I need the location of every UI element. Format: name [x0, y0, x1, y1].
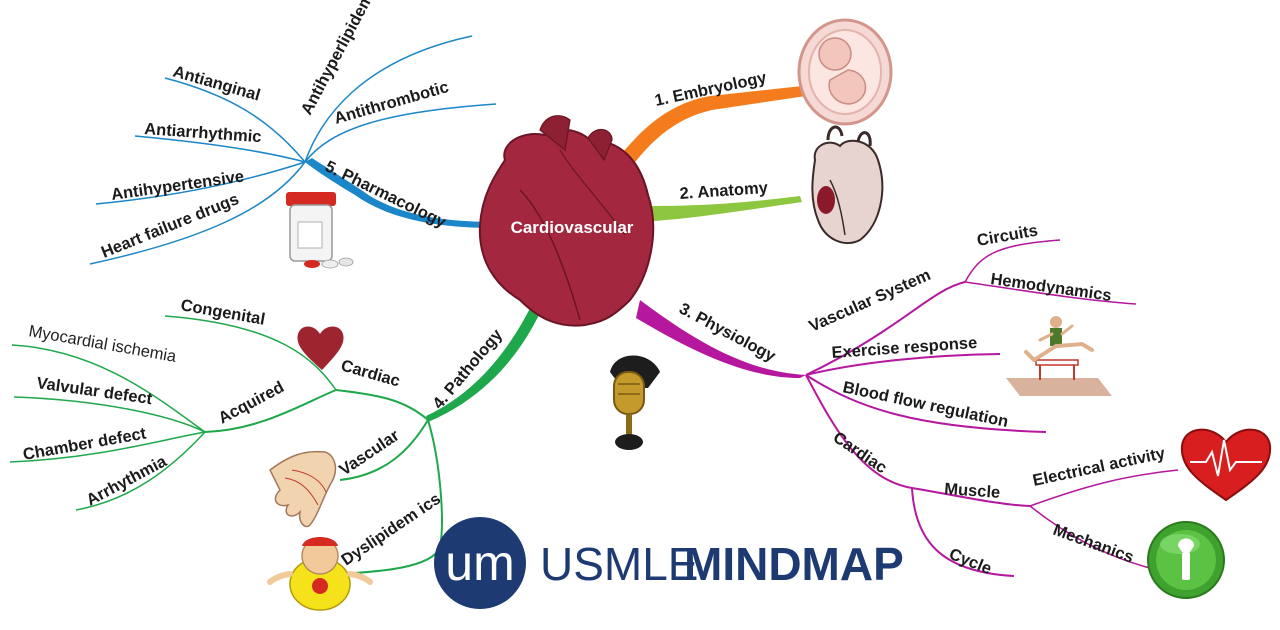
hand-icon: [269, 450, 337, 528]
muscle-label[interactable]: Muscle: [944, 480, 1001, 502]
brand-logo-badge: [434, 517, 526, 609]
hurdler-icon: [1006, 316, 1112, 396]
branch-vascular-line: [339, 419, 429, 481]
antithrombotic-label[interactable]: Antithrombotic: [332, 78, 451, 128]
branch-phys-cardiac-line: [805, 374, 913, 489]
brand-logo-text: um: [445, 535, 514, 591]
branch-circuits-line: [964, 239, 1061, 283]
branch-mechanics-line: [1029, 505, 1151, 569]
exercise-response-label[interactable]: Exercise response: [831, 334, 978, 362]
branch-anatomy: [636, 196, 802, 222]
branch-pharmacology-line: [305, 158, 495, 228]
branch-chamber-line: [9, 431, 206, 463]
branch-vascular-system-line: [805, 281, 966, 376]
dyslipidemics-label[interactable]: Dyslipidem ics: [338, 490, 444, 570]
branch-congenital-line: [164, 315, 337, 391]
electrical-activity-label[interactable]: Electrical activity: [1031, 444, 1167, 490]
branch-bloodflow-line: [805, 374, 1047, 433]
branch-electrical-line: [1029, 469, 1179, 507]
brand-name-bold: MINDMAP: [684, 538, 904, 590]
branch-path-cardiac-line: [335, 389, 429, 421]
branch-hemodynamics-line: [964, 281, 1137, 305]
usmle-mindmap-logo[interactable]: um USMLE MINDMAP: [434, 517, 904, 609]
branch-anatomy-line: [636, 196, 802, 222]
antiarrhythmic-label[interactable]: Antiarrhythmic: [144, 120, 262, 146]
mechanics-label[interactable]: Mechanics: [1051, 521, 1136, 567]
heart-icon: [297, 326, 344, 370]
person-icon: [267, 537, 373, 611]
branch-arrhythmia-line: [75, 431, 206, 511]
central-heart[interactable]: Cardiovascular: [478, 115, 655, 327]
antianginal-label[interactable]: Antianginal: [171, 63, 262, 105]
branch-antithrombotic-line: [304, 103, 497, 163]
branch-exercise-line: [805, 353, 1001, 376]
acquired-label[interactable]: Acquired: [215, 378, 287, 427]
hemodynamics-label[interactable]: Hemodynamics: [989, 270, 1112, 305]
pill-bottle-icon: [286, 192, 354, 269]
cycle-label[interactable]: Cycle: [947, 545, 995, 578]
circuits-label[interactable]: Circuits: [976, 222, 1040, 250]
branch-heartfailure-line: [89, 161, 306, 265]
branch-antihyperlipidemics-line: [304, 35, 473, 163]
branch-myocardial-line: [11, 344, 206, 433]
branch-antihypertensive-line: [95, 161, 306, 205]
phys-cardiac-label[interactable]: Cardiac: [830, 428, 890, 477]
branch-physiology: [636, 239, 1179, 577]
branch-pharmacology: [89, 35, 497, 265]
path-vascular-label[interactable]: Vascular: [336, 426, 403, 479]
brand-name-light: USMLE: [540, 538, 698, 590]
heart-anatomy-icon: [811, 125, 884, 245]
fetus-icon: [797, 18, 893, 126]
branch-antianginal-line: [164, 77, 306, 163]
branch-muscle-line: [911, 487, 1031, 507]
branch-anatomy-label[interactable]: 2. Anatomy: [679, 179, 769, 203]
microphone-icon: [610, 355, 660, 450]
center-label: Cardiovascular: [511, 218, 634, 237]
vascular-system-label[interactable]: Vascular System: [806, 266, 933, 336]
path-cardiac-label[interactable]: Cardiac: [339, 357, 402, 391]
branch-cycle-line: [911, 487, 1015, 577]
branch-antiarrhythmic-line: [134, 135, 306, 163]
branch-pharmacology-label[interactable]: 5. Pharmacology: [322, 157, 449, 231]
branch-acquired-line: [204, 389, 337, 433]
arrhythmia-label[interactable]: Arrhythmia: [83, 452, 170, 510]
ecg-heart-icon: [1180, 428, 1272, 502]
chamber-defect-label[interactable]: Chamber defect: [22, 424, 148, 463]
branch-valvular-line: [13, 396, 206, 433]
wrench-icon: [1147, 521, 1225, 599]
myocardial-ischemia-label[interactable]: Myocardial ischemia: [27, 322, 178, 366]
